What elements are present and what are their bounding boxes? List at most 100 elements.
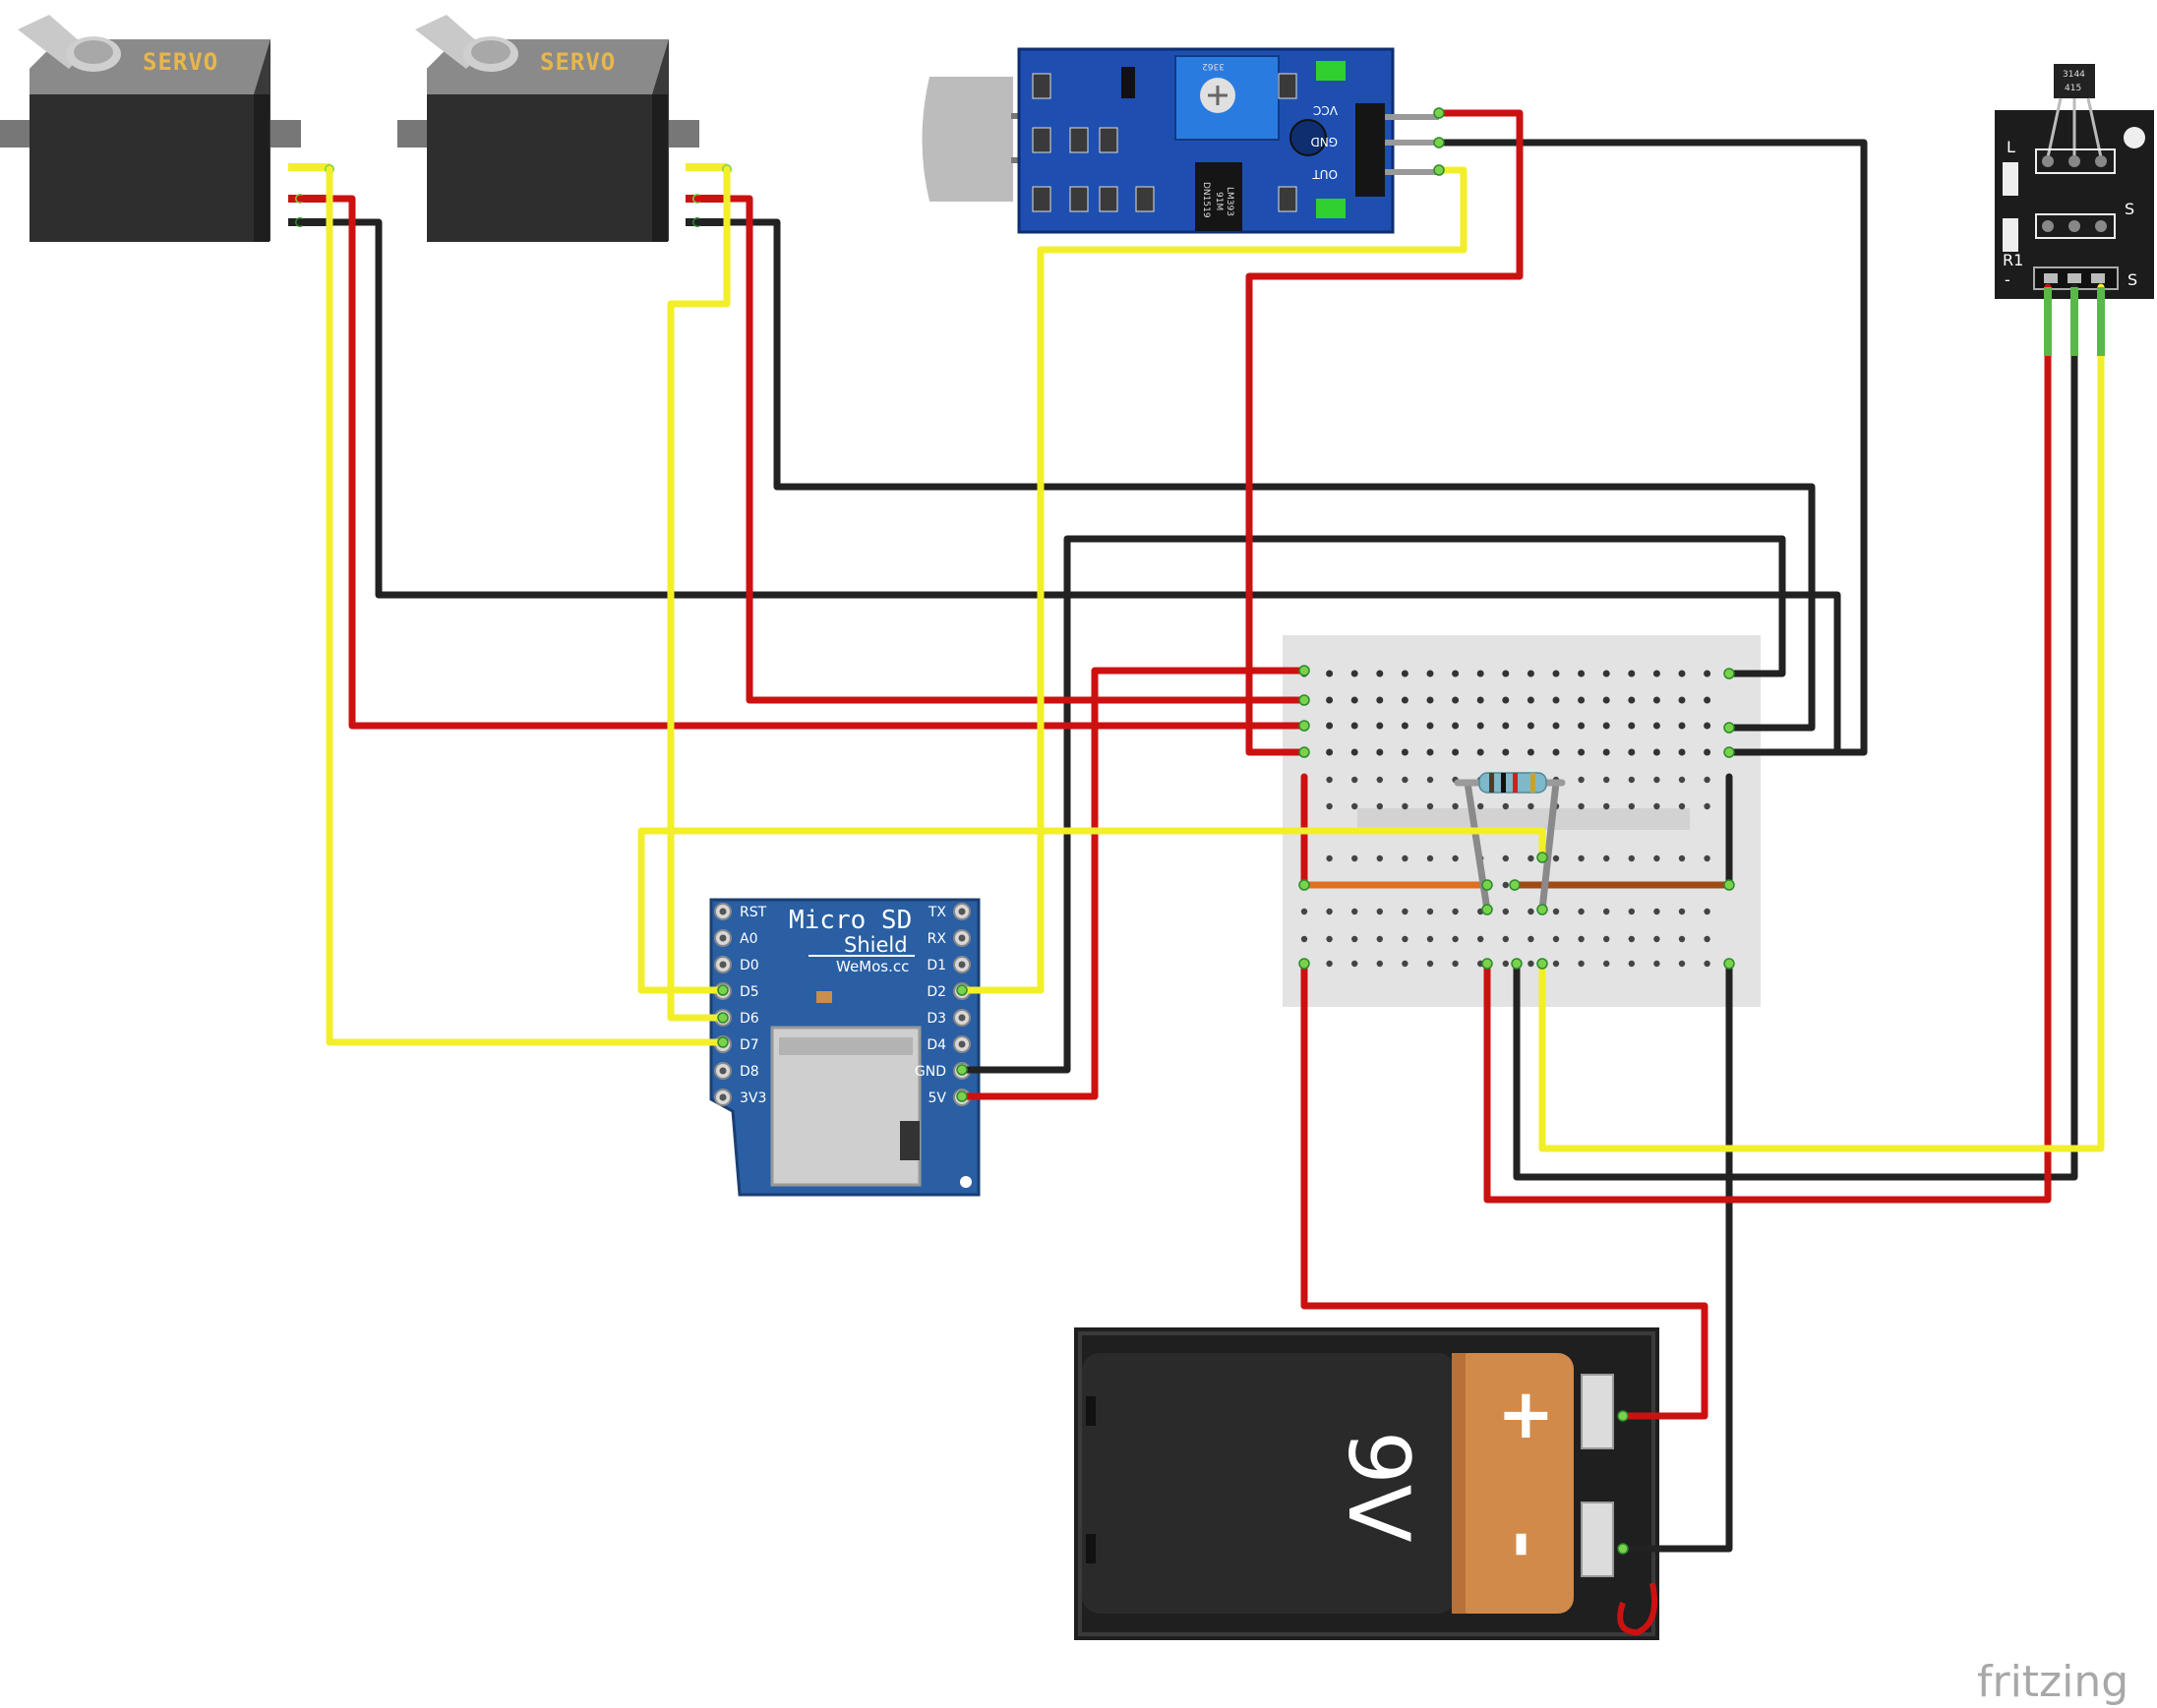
breadboard-hole bbox=[1603, 908, 1610, 915]
breadboard bbox=[1283, 635, 1761, 1007]
wire-servo1-vcc bbox=[296, 195, 1308, 730]
hall-chip-text-2: 415 bbox=[2065, 84, 2081, 93]
breadboard-hole bbox=[1603, 935, 1610, 943]
wire-hall-vcc bbox=[1483, 283, 2052, 1204]
breadboard-hole bbox=[1502, 881, 1510, 889]
breadboard-hole bbox=[1350, 722, 1358, 730]
breadboard-hole bbox=[1351, 776, 1358, 784]
breadboard-hole bbox=[1678, 935, 1686, 943]
sd-pin-label: 5V bbox=[929, 1090, 947, 1106]
wire-end bbox=[1298, 746, 1310, 758]
fritzing-watermark: fritzing bbox=[1977, 1657, 2128, 1707]
breadboard-hole bbox=[1426, 908, 1434, 915]
sd-pin-center bbox=[958, 1014, 966, 1022]
breadboard-hole bbox=[1678, 722, 1686, 730]
breadboard-hole bbox=[1452, 696, 1460, 704]
breadboard-hole bbox=[1326, 854, 1333, 862]
hall-label-s2: S bbox=[2127, 270, 2137, 289]
breadboard-hole bbox=[1603, 854, 1610, 862]
wire-battery-minus bbox=[1619, 960, 1733, 1553]
breadboard-hole bbox=[1602, 696, 1610, 704]
breadboard-hole bbox=[1426, 696, 1434, 704]
breadboard-hole bbox=[1476, 696, 1484, 704]
breadboard-hole bbox=[1704, 748, 1711, 756]
wire-end bbox=[956, 984, 968, 996]
breadboard-hole bbox=[1704, 722, 1711, 730]
wire-end bbox=[1433, 107, 1445, 119]
battery-plus: + bbox=[1497, 1374, 1555, 1454]
breadboard-hole bbox=[1653, 908, 1660, 915]
breadboard-hole bbox=[1401, 670, 1408, 677]
breadboard-hole bbox=[1652, 722, 1660, 730]
wire-end-markers bbox=[717, 107, 1735, 1555]
breadboard-hole bbox=[1502, 696, 1510, 704]
breadboard-hole bbox=[1376, 670, 1384, 677]
hall-label-r1: R1 bbox=[2003, 251, 2023, 269]
breadboard-hole bbox=[1401, 748, 1408, 756]
wire-end bbox=[1536, 958, 1548, 970]
breadboard-hole bbox=[1653, 776, 1660, 784]
resistor bbox=[1454, 772, 1566, 794]
sd-pin-center bbox=[958, 934, 966, 942]
breadboard-hole bbox=[1300, 908, 1308, 915]
wire-servo2-signal bbox=[667, 165, 731, 1022]
servo-1: SERVO bbox=[0, 15, 334, 242]
breadboard-hole bbox=[1603, 802, 1610, 810]
sd-pin-label: A0 bbox=[740, 931, 757, 947]
breadboard-hole bbox=[1452, 908, 1459, 915]
breadboard-hole bbox=[1326, 960, 1333, 968]
breadboard-hole bbox=[1603, 776, 1610, 784]
servo-2-label: SERVO bbox=[540, 48, 616, 76]
breadboard-hole bbox=[1502, 935, 1510, 943]
breadboard-hole bbox=[1704, 670, 1711, 677]
breadboard-hole bbox=[1578, 960, 1585, 968]
breadboard-hole bbox=[1678, 748, 1686, 756]
sd-pin-label: TX bbox=[928, 905, 947, 920]
sd-pin-label: D0 bbox=[740, 958, 759, 973]
breadboard-hole bbox=[1426, 748, 1434, 756]
battery-9v: 9V + - bbox=[1074, 1327, 1659, 1640]
breadboard-hole bbox=[1704, 854, 1710, 862]
breadboard-hole bbox=[1326, 935, 1333, 943]
wire-battery-plus bbox=[1300, 960, 1708, 1420]
resistor-lead-right bbox=[1538, 779, 1560, 913]
breadboard-hole bbox=[1351, 854, 1358, 862]
sd-pin-center bbox=[719, 1067, 727, 1075]
breadboard-hole bbox=[1552, 854, 1560, 862]
sd-pin-label: D4 bbox=[927, 1037, 946, 1053]
sd-pin-label: RST bbox=[740, 905, 767, 920]
sd-title: Micro SD bbox=[789, 906, 912, 935]
breadboard-hole bbox=[1628, 854, 1636, 862]
breadboard-hole bbox=[1578, 935, 1585, 943]
breadboard-hole bbox=[1350, 696, 1358, 704]
sd-pin-label: D7 bbox=[740, 1037, 759, 1053]
breadboard-hole bbox=[1527, 696, 1534, 704]
breadboard-hole bbox=[1678, 960, 1686, 968]
sd-pin-center bbox=[719, 908, 727, 915]
breadboard-hole bbox=[1578, 722, 1586, 730]
breadboard-hole bbox=[1426, 854, 1434, 862]
wire-end bbox=[717, 1036, 729, 1048]
breadboard-hole bbox=[1602, 670, 1610, 677]
breadboard-hole bbox=[1452, 748, 1460, 756]
wire-end bbox=[1723, 746, 1735, 758]
breadboard-hole bbox=[1402, 908, 1408, 915]
breadboard-hole bbox=[1528, 854, 1534, 862]
breadboard-hole bbox=[1376, 776, 1384, 784]
breadboard-hole bbox=[1527, 748, 1534, 756]
pot-label: 3362 bbox=[1202, 61, 1225, 71]
breadboard-hole bbox=[1426, 802, 1434, 810]
wire-sd-d5-to-breadboard bbox=[637, 827, 1546, 994]
battery-label: 9V bbox=[1329, 1431, 1427, 1543]
breadboard-hole bbox=[1704, 776, 1710, 784]
breadboard-hole bbox=[1628, 908, 1636, 915]
wire-end bbox=[1536, 852, 1548, 863]
chip-text-1: LM393 bbox=[1225, 187, 1234, 216]
mic-pin-gnd: GND bbox=[1310, 135, 1338, 148]
wire-hall-gnd bbox=[1513, 283, 2078, 1181]
breadboard-hole bbox=[1678, 908, 1686, 915]
breadboard-hole bbox=[1502, 802, 1510, 810]
breadboard-hole bbox=[1528, 960, 1534, 968]
sd-pin-center bbox=[958, 1040, 966, 1048]
breadboard-hole bbox=[1326, 776, 1333, 784]
